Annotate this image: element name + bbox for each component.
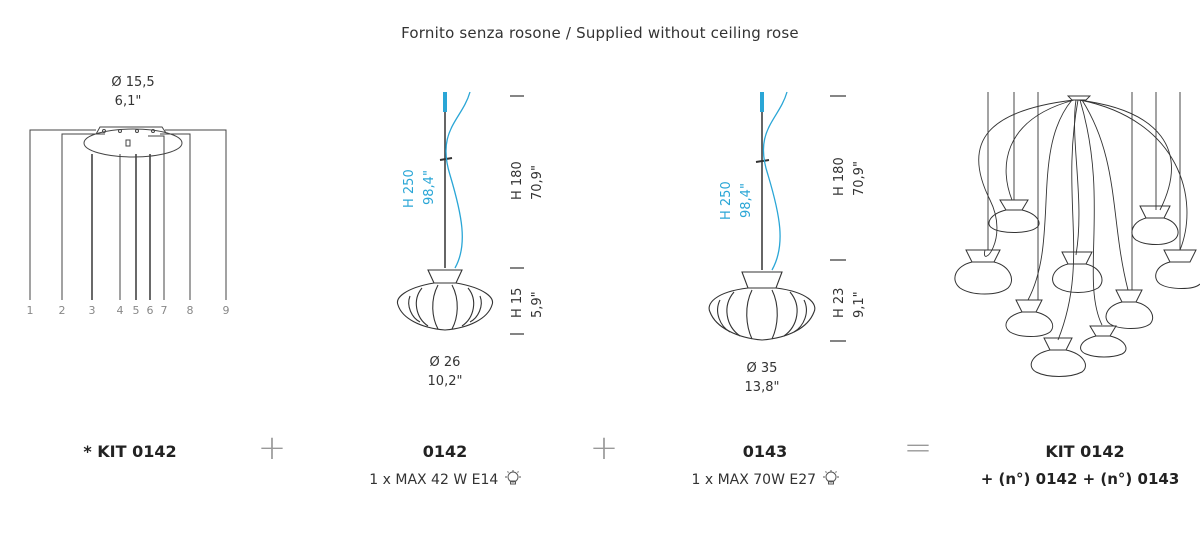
rose-diameter-cm: Ø 15,5 bbox=[111, 75, 154, 90]
lamp-0142-cable-in: 98,4" bbox=[422, 170, 437, 205]
lamp-0143-glass-cm: H 23 bbox=[832, 288, 847, 318]
lamp-0143-cable-cm: H 250 bbox=[719, 181, 734, 220]
wire-number: 9 bbox=[223, 304, 230, 317]
bulb-icon bbox=[822, 470, 839, 485]
wire-number: 5 bbox=[133, 304, 140, 317]
wire-number: 3 bbox=[89, 304, 96, 317]
spec-0143: 1 x MAX 70W E27 bbox=[665, 470, 865, 488]
result-subtitle: + (n°) 0142 + (n°) 0143 bbox=[980, 470, 1180, 488]
bulb-icon bbox=[504, 470, 521, 485]
header-note: Fornito senza rosone / Supplied without … bbox=[401, 24, 799, 42]
plus-operator: + bbox=[257, 428, 287, 468]
rose-diameter-in: 6,1" bbox=[115, 94, 142, 109]
ceiling-rose-diagram: Ø 15,5 6,1" 1 2 3 4 5 6 7 8 9 bbox=[27, 75, 230, 317]
equals-operator: = bbox=[903, 428, 933, 468]
lamp-0142-diagram: H 250 98,4" H 180 70,9" H 15 5,9" Ø 26 1… bbox=[396, 91, 545, 389]
model-0143-label: 0143 bbox=[742, 442, 788, 461]
lamp-0143-diameter-cm: Ø 35 bbox=[747, 361, 778, 376]
lamp-0143-glass-in: 9,1" bbox=[852, 291, 867, 318]
lamp-0142-glass-cm: H 15 bbox=[510, 288, 525, 318]
kit-label: * KIT 0142 bbox=[83, 442, 177, 461]
lamp-0143-cable-in: 98,4" bbox=[739, 183, 754, 218]
spec-0142: 1 x MAX 42 W E14 bbox=[345, 470, 545, 488]
cluster-illustration bbox=[954, 92, 1200, 377]
plus-operator: + bbox=[589, 428, 619, 468]
lamp-0143-total-cm: H 180 bbox=[832, 157, 847, 196]
lamp-0142-diameter-in: 10,2" bbox=[428, 374, 463, 389]
lamp-0142-glass-in: 5,9" bbox=[530, 291, 545, 318]
spec-0142-text: 1 x MAX 42 W E14 bbox=[369, 472, 499, 488]
spec-0143-text: 1 x MAX 70W E27 bbox=[691, 472, 817, 488]
lamp-0143-diagram: H 250 98,4" H 180 70,9" H 23 9,1" Ø 35 1… bbox=[708, 91, 867, 395]
lamp-0142-total-in: 70,9" bbox=[530, 165, 545, 200]
wire-number: 7 bbox=[161, 304, 168, 317]
lamp-0142-total-cm: H 180 bbox=[510, 161, 525, 200]
lamp-0142-cable-cm: H 250 bbox=[402, 169, 417, 208]
lamp-0143-diameter-in: 13,8" bbox=[745, 380, 780, 395]
lamp-0142-diameter-cm: Ø 26 bbox=[430, 355, 461, 370]
wire-number: 4 bbox=[117, 304, 124, 317]
wire-number: 6 bbox=[147, 304, 154, 317]
wire-number: 8 bbox=[187, 304, 194, 317]
result-title: KIT 0142 bbox=[1045, 442, 1125, 461]
lamp-0143-total-in: 70,9" bbox=[852, 161, 867, 196]
wire-number: 1 bbox=[27, 304, 34, 317]
wire-number: 2 bbox=[59, 304, 66, 317]
model-0142-label: 0142 bbox=[422, 442, 468, 461]
